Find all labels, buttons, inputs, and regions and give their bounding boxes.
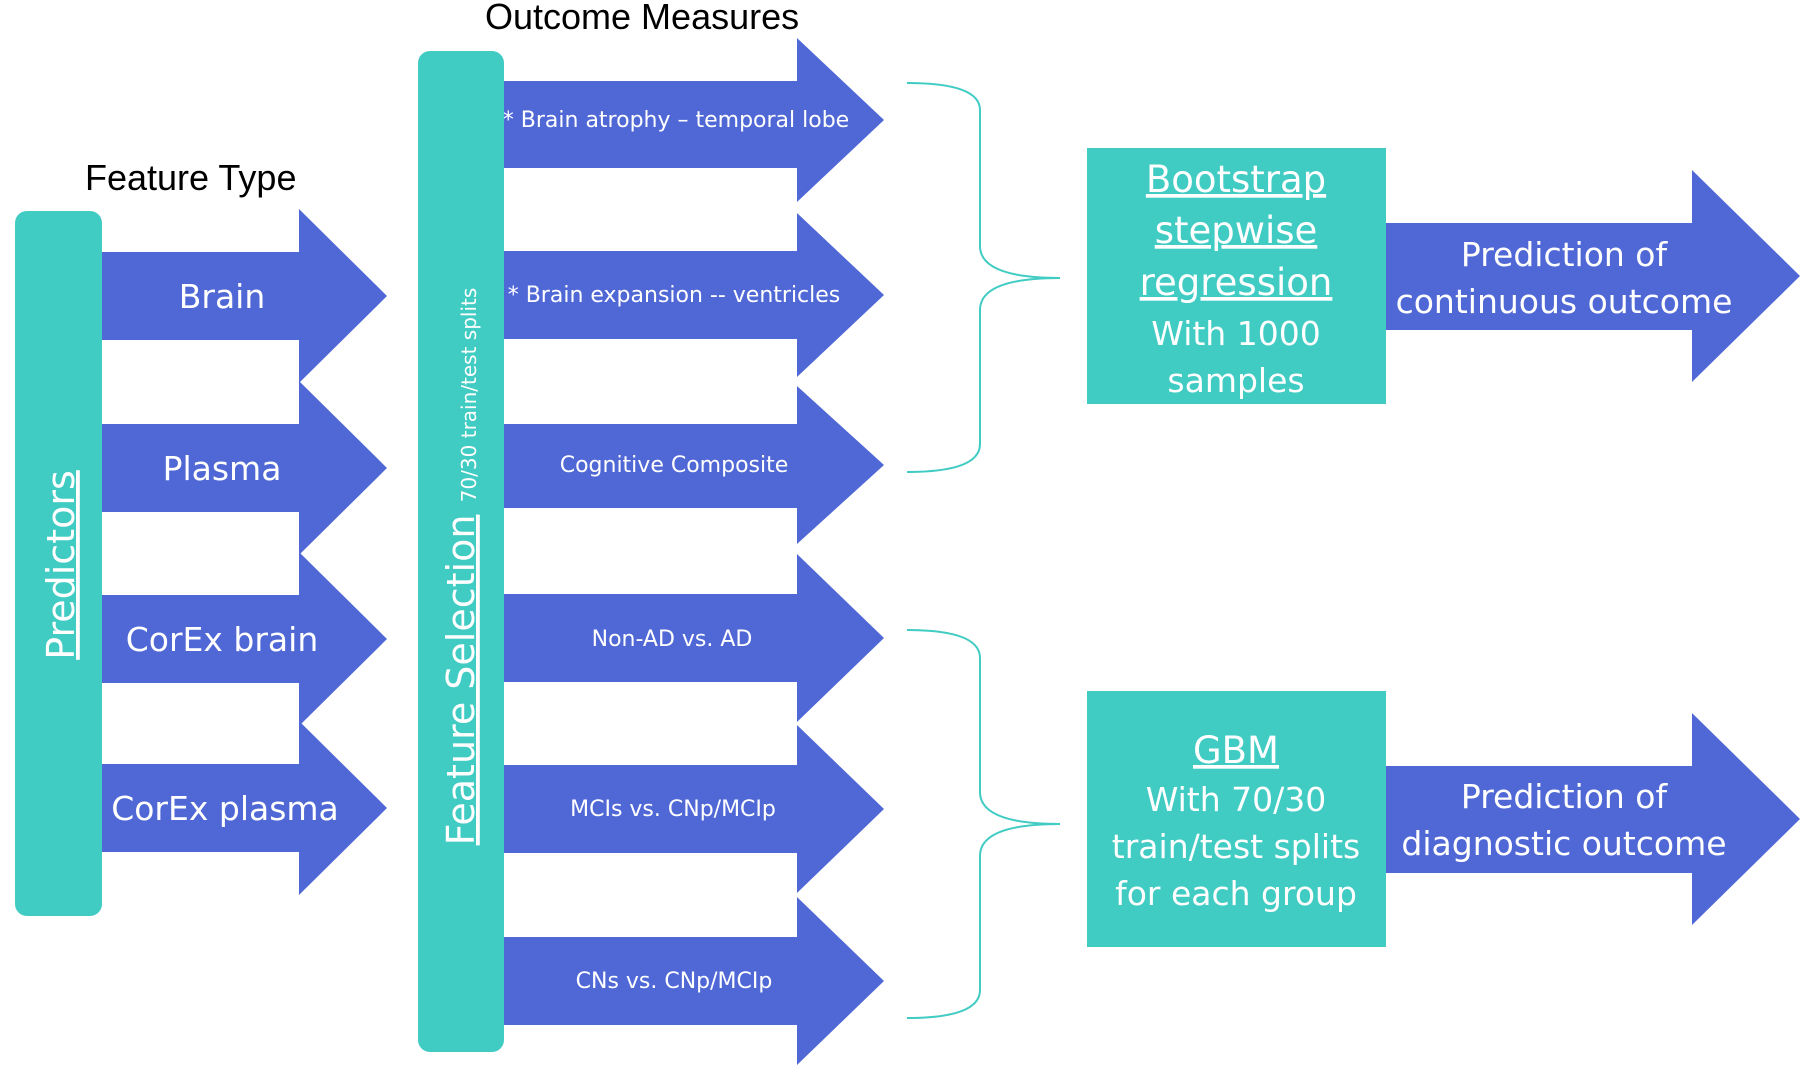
gbm-box — [1087, 691, 1386, 947]
bootstrap-body-2: samples — [1167, 361, 1304, 400]
feature-arrows: Brain Plasma CorEx brain CorEx plasma — [90, 209, 387, 895]
outcome-label-1: * Brain atrophy – temporal lobe — [503, 108, 849, 133]
outcome-arrow-4: Non-AD vs. AD — [440, 554, 884, 722]
bootstrap-title-3: regression — [1140, 261, 1333, 304]
feature-type-heading: Feature Type — [85, 157, 296, 198]
outcome-arrow-5: MCIs vs. CNp/MCIp — [440, 725, 884, 893]
gbm-title: GBM — [1193, 729, 1279, 772]
feature-arrow-corex-plasma: CorEx plasma — [90, 721, 387, 895]
continuous-method: Bootstrap stepwise regression With 1000 … — [1087, 148, 1800, 404]
diagnostic-result-1: Prediction of — [1461, 777, 1669, 816]
feature-label-brain: Brain — [179, 277, 266, 316]
feature-arrow-plasma: Plasma — [90, 381, 387, 555]
feature-selection-bar: Feature Selection 70/30 train/test split… — [418, 51, 504, 1052]
feature-label-plasma: Plasma — [163, 449, 282, 488]
outcome-label-6: CNs vs. CNp/MCIp — [576, 969, 773, 994]
diagnostic-result-arrow — [1385, 713, 1800, 925]
diagnostic-bracket — [906, 629, 1061, 1019]
outcome-arrow-2: * Brain expansion -- ventricles — [440, 213, 884, 377]
continuous-bracket — [906, 82, 1061, 473]
feature-label-corex-brain: CorEx brain — [126, 620, 319, 659]
outcome-arrow-3: Cognitive Composite — [440, 386, 884, 544]
continuous-result-1: Prediction of — [1461, 235, 1669, 274]
bootstrap-title-2: stepwise — [1155, 209, 1318, 252]
outcome-arrow-1: * Brain atrophy – temporal lobe — [440, 38, 884, 202]
feature-selection-sublabel: 70/30 train/test splits — [457, 288, 481, 503]
outcome-label-3: Cognitive Composite — [560, 453, 789, 478]
feature-label-corex-plasma: CorEx plasma — [111, 789, 339, 828]
outcome-label-4: Non-AD vs. AD — [592, 627, 753, 652]
bootstrap-body-1: With 1000 — [1151, 314, 1320, 353]
outcome-measures-heading: Outcome Measures — [485, 0, 799, 37]
outcome-arrows: * Brain atrophy – temporal lobe * Brain … — [440, 38, 884, 1065]
feature-arrow-corex-brain: CorEx brain — [90, 552, 387, 726]
outcome-label-5: MCIs vs. CNp/MCIp — [570, 797, 776, 822]
bootstrap-title-1: Bootstrap — [1146, 158, 1326, 201]
feature-arrow-brain: Brain — [90, 209, 387, 383]
outcome-arrow-6: CNs vs. CNp/MCIp — [440, 897, 884, 1065]
gbm-body-1: With 70/30 — [1146, 780, 1327, 819]
outcome-label-2: * Brain expansion -- ventricles — [508, 283, 841, 308]
diagnostic-result-2: diagnostic outcome — [1401, 824, 1726, 863]
gbm-body-2: train/test splits — [1112, 827, 1360, 866]
predictors-bar: Predictors — [15, 211, 102, 916]
gbm-body-3: for each group — [1115, 874, 1357, 913]
feature-selection-label: Feature Selection — [439, 515, 483, 846]
bootstrap-box — [1087, 148, 1386, 404]
predictors-label: Predictors — [39, 470, 83, 660]
continuous-result-arrow — [1385, 170, 1800, 382]
continuous-result-2: continuous outcome — [1396, 282, 1733, 321]
diagnostic-method: GBM With 70/30 train/test splits for eac… — [1087, 691, 1800, 947]
